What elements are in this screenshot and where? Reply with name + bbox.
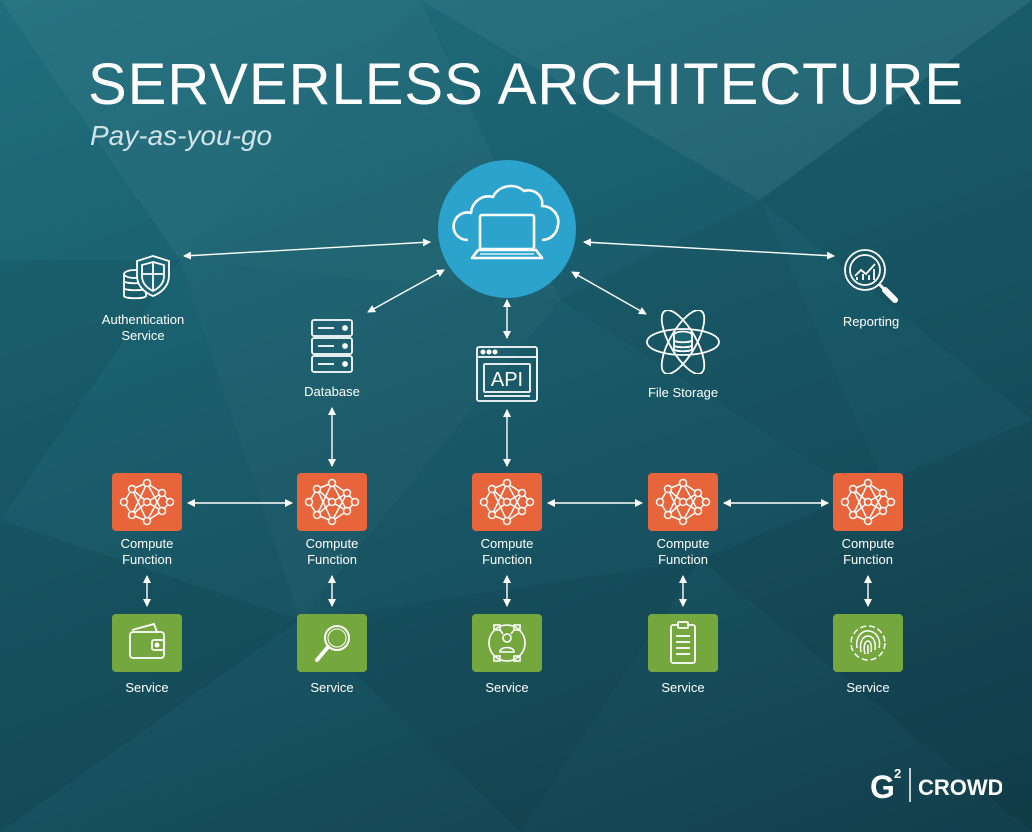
authentication-label-line1: Authentication <box>101 312 185 327</box>
compute-function-label-line2: Function <box>843 552 893 567</box>
g2-crowd-logo: G 2 CROWD <box>866 764 1004 806</box>
service-tile <box>112 614 182 672</box>
compute-function-tile <box>833 473 903 531</box>
compute-function-label-line2: Function <box>482 552 532 567</box>
compute-function-tile <box>648 473 718 531</box>
service-label: Service <box>485 680 529 695</box>
service-label: Service <box>846 680 890 695</box>
g2-crowd-logo-mark: G 2 CROWD <box>870 766 1004 805</box>
service-label: Service <box>661 680 705 695</box>
cloud-laptop-icon <box>452 184 560 260</box>
server-rack-icon <box>311 319 353 373</box>
search-icon <box>315 625 350 662</box>
compute-function-label-line2: Function <box>122 552 172 567</box>
reporting-label: Reporting <box>842 314 900 329</box>
authentication-service-node: Authentication Service <box>88 246 198 344</box>
file-storage-label: File Storage <box>647 385 719 400</box>
neural-network-icon <box>479 478 535 526</box>
service-tile <box>472 614 542 672</box>
compute-function-tile <box>472 473 542 531</box>
page-title: SERVERLESS ARCHITECTURE <box>88 52 965 117</box>
service-tile <box>833 614 903 672</box>
person-network-icon <box>488 624 526 662</box>
database-node: Database <box>282 318 382 400</box>
fingerprint-icon <box>850 625 886 661</box>
compute-function-label-line1: Compute <box>656 536 710 551</box>
database-label: Database <box>304 384 360 399</box>
compute-function-label-line2: Function <box>658 552 708 567</box>
neural-network-icon <box>119 478 175 526</box>
authentication-label-line2: Service <box>121 328 165 343</box>
link-cloud-reporting <box>583 238 835 260</box>
cloud-node <box>438 160 576 298</box>
compute-function-label-line1: Compute <box>120 536 174 551</box>
link-cloud-storage <box>571 271 647 315</box>
compute-function-label-line2: Function <box>307 552 357 567</box>
neural-network-icon <box>304 478 360 526</box>
wallet-icon <box>129 622 165 659</box>
shield-database-icon <box>123 255 170 300</box>
logo-crowd-text: CROWD <box>918 775 1002 800</box>
service-tile <box>297 614 367 672</box>
clipboard-icon <box>670 621 696 664</box>
compute-function-label-line1: Compute <box>305 536 359 551</box>
logo-g-letter: G <box>870 769 895 805</box>
neural-network-icon <box>840 478 896 526</box>
magnifier-chart-icon <box>844 249 898 303</box>
compute-function-tile <box>112 473 182 531</box>
compute-function-label-line1: Compute <box>841 536 895 551</box>
neural-network-icon <box>655 478 711 526</box>
compute-function-tile <box>297 473 367 531</box>
link-cloud-database <box>367 269 445 313</box>
file-storage-node: File Storage <box>628 310 738 401</box>
service-label: Service <box>310 680 354 695</box>
api-label: API <box>491 369 523 391</box>
compute-function-label-line1: Compute <box>480 536 534 551</box>
api-window-icon: API <box>476 346 538 402</box>
page-subtitle: Pay-as-you-go <box>90 120 273 151</box>
logo-superscript: 2 <box>894 766 901 781</box>
service-label: Service <box>125 680 169 695</box>
api-node: API <box>472 344 542 404</box>
atom-storage-icon <box>646 310 720 374</box>
reporting-node: Reporting <box>814 244 928 330</box>
link-cloud-auth <box>183 238 431 260</box>
service-tile <box>648 614 718 672</box>
